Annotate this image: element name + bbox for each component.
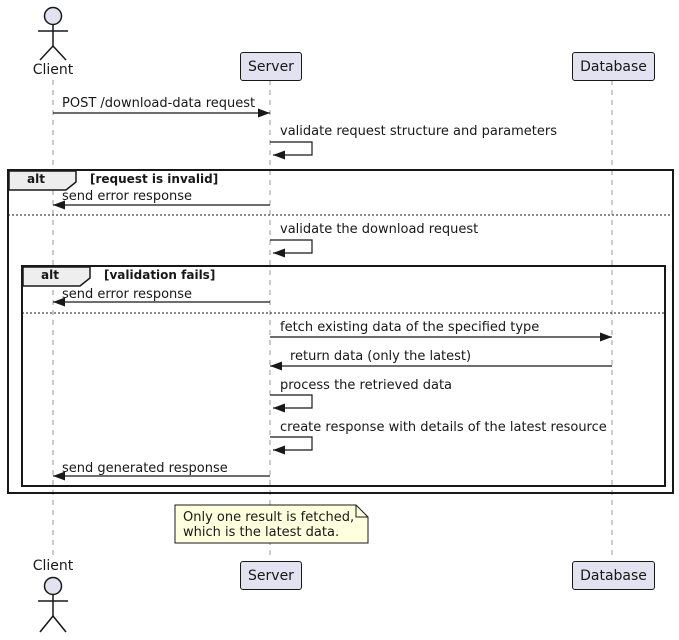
alt-frame-request-invalid [7,169,674,494]
alt-condition-label-2: [validation fails] [104,268,216,282]
message-label-validate-structure: validate request structure and parameter… [280,124,557,139]
actor-icon [38,6,68,61]
self-message-arrow-validate-structure [270,141,313,160]
alt-operator-label-1: alt [27,172,45,186]
actor-icon-bottom [38,576,68,633]
self-message-arrow-create-response [270,436,313,455]
message-label-generated-response: send generated response [62,461,228,476]
message-label-return-data: return data (only the latest) [290,349,472,364]
alt-frame-tab [8,170,77,191]
alt-frame-validation-fails [21,265,666,487]
alt-condition-label-1: [request is invalid] [90,172,219,186]
note-text-line2: which is the latest data. [183,525,340,540]
self-message-arrow-validate-download [270,239,313,258]
note-shape [174,504,369,544]
message-label-process-data: process the retrieved data [280,378,453,393]
alt-operator-label-2: alt [41,268,59,282]
participant-box-database-bottom: Database [572,561,655,590]
alt-frame-tab-inner [22,266,91,287]
message-label-validate-download: validate the download request [280,222,479,237]
participant-label-client-bottom: Client [32,558,74,574]
participant-box-server-bottom: Server [240,561,302,590]
message-label-error-response-2: send error response [62,287,193,302]
message-label-error-response-1: send error response [62,189,193,204]
self-message-arrow-process-data [270,394,313,413]
participant-label-client-top: Client [32,62,74,78]
message-label-post-request: POST /download-data request [62,96,256,111]
message-label-fetch-data: fetch existing data of the specified typ… [280,320,540,335]
participant-box-database-top: Database [572,52,655,81]
participant-box-server-top: Server [240,52,302,81]
message-label-create-response: create response with details of the late… [280,420,607,435]
note-text-line1: Only one result is fetched, [183,510,355,525]
